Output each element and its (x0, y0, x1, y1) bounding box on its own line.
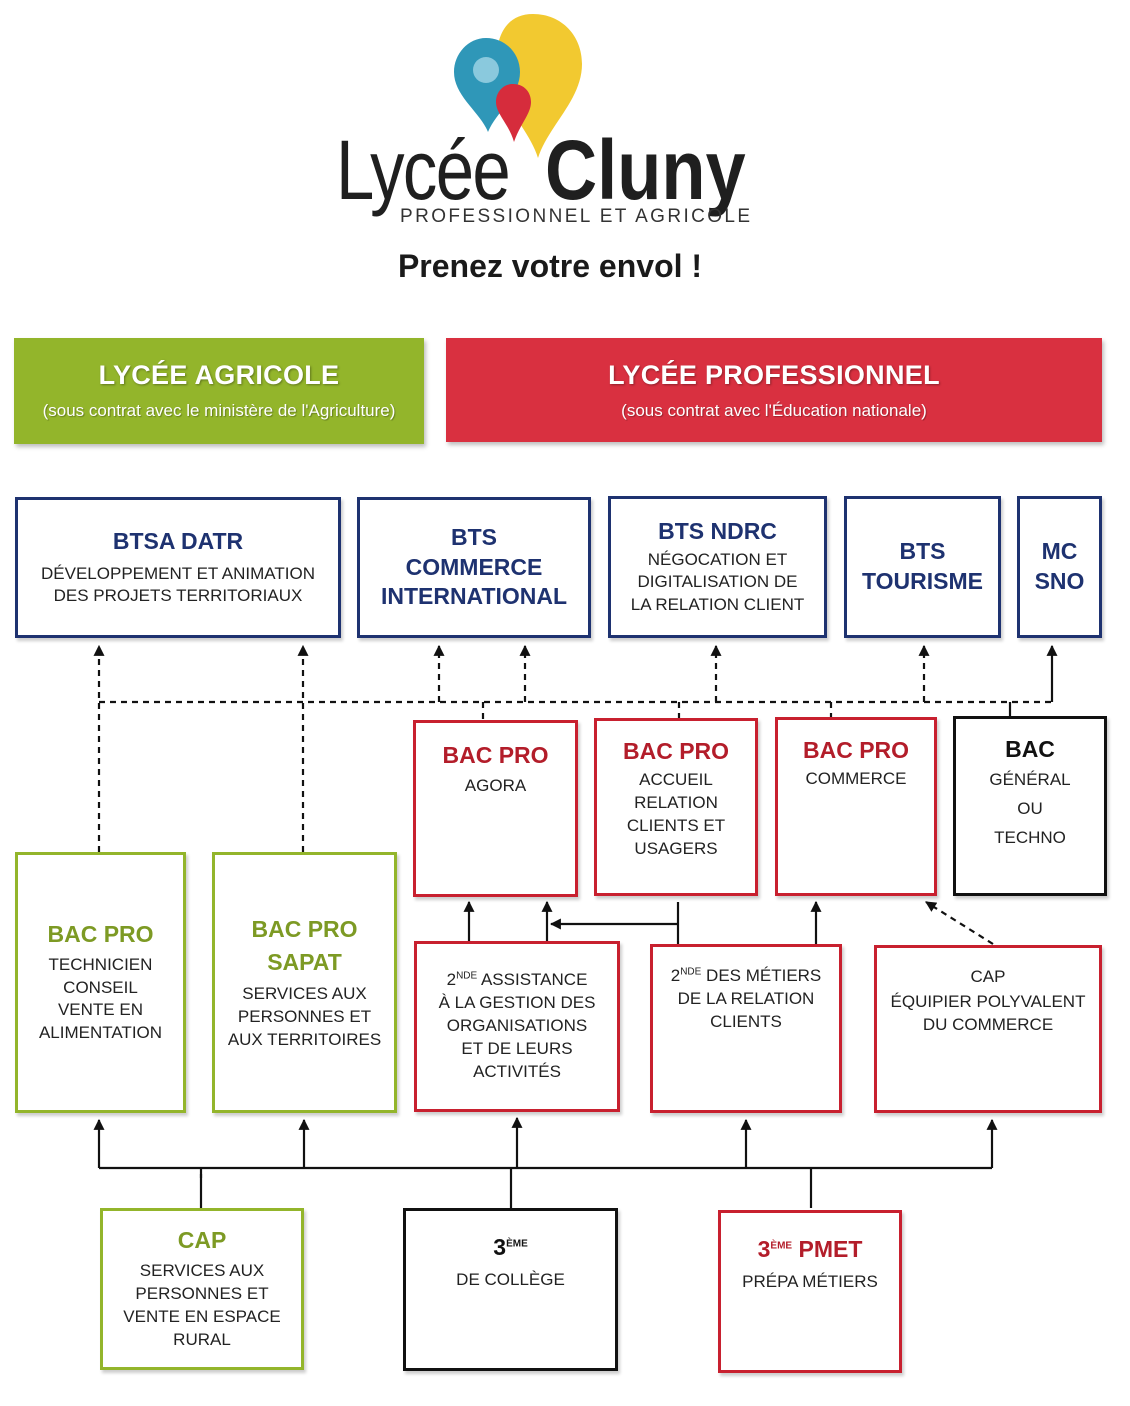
btsa-title: BTSA DATR (112, 527, 244, 554)
box-cap-services: CAP SERVICES AUX PERSONNES ET VENTE EN E… (100, 1208, 304, 1370)
box-2nde-metiers: 2NDE DES MÉTIERS DE LA RELATION CLIENTS (650, 944, 842, 1113)
box-btsa-datr: BTSA DATR DÉVELOPPEMENT ET ANIMATION DES… (15, 497, 341, 638)
troisieme-sup: ÈME (506, 1238, 528, 1250)
logo-word-lycee: Lycée (336, 123, 511, 217)
assistance-first-line: 2NDE ASSISTANCE (447, 969, 588, 992)
cap-services-desc: SERVICES AUX PERSONNES ET VENTE EN ESPAC… (123, 1261, 281, 1349)
banner-lycee-professionnel: LYCÉE PROFESSIONNEL (sous contrat avec l… (446, 338, 1102, 442)
cap-equipier-desc: ÉQUIPIER POLYVALENT DU COMMERCE (890, 991, 1086, 1034)
box-bac-pro-accueil: BAC PRO ACCUEIL RELATION CLIENTS ET USAG… (594, 718, 758, 896)
slogan: Prenez votre envol ! (397, 248, 703, 284)
cap-services-title: CAP (177, 1227, 227, 1254)
box-3eme-college: 3ÈME DE COLLÈGE (403, 1208, 618, 1371)
metiers-num: 2 (670, 966, 681, 985)
banner-professionnel-subtitle: (sous contrat avec l'Éducation nationale… (621, 401, 927, 420)
pmet-sup: ÈME (770, 1240, 793, 1252)
bac-technicien-title: BAC PRO (47, 920, 154, 947)
banner-agricole-title: LYCÉE AGRICOLE (98, 360, 340, 390)
cap-equipier-title: CAP (970, 967, 1006, 986)
bac-accueil-desc: ACCUEIL RELATION CLIENTS ET USAGERS (626, 769, 726, 858)
bts-commerce-int-title: BTS COMMERCE INTERNATIONAL (380, 523, 568, 610)
box-bts-tourisme: BTS TOURISME (844, 496, 1001, 638)
troisieme-num: 3 (493, 1234, 507, 1260)
bac-commerce-desc: COMMERCE (805, 768, 907, 788)
box-2nde-assistance: 2NDE ASSISTANCE À LA GESTION DES ORGANIS… (414, 941, 620, 1112)
box-bac-pro-technicien: BAC PRO TECHNICIEN CONSEIL VENTE EN ALIM… (15, 852, 186, 1113)
bac-agora-title: BAC PRO (442, 742, 549, 768)
box-mc-sno: MC SNO (1017, 496, 1102, 638)
bac-accueil-title: BAC PRO (622, 738, 730, 764)
box-bts-ndrc: BTS NDRC NÉGOCATION ET DIGITALISATION DE… (608, 496, 827, 638)
metiers-desc-first: DES MÉTIERS (701, 966, 822, 985)
assistance-desc-first: ASSISTANCE (477, 970, 588, 990)
bac-general-line2: OU (1017, 798, 1043, 818)
bac-sapat-title: BAC PRO SAPAT (251, 915, 358, 976)
bac-agora-desc: AGORA (464, 775, 527, 795)
box-bts-commerce-international: BTS COMMERCE INTERNATIONAL (357, 497, 591, 638)
banner-lycee-agricole: LYCÉE AGRICOLE (sous contrat avec le min… (14, 338, 424, 444)
box-bac-general-techno: BAC GÉNÉRAL OU TECHNO (953, 716, 1107, 896)
box-bac-pro-agora: BAC PRO AGORA (413, 720, 578, 897)
troisieme-desc: DE COLLÈGE (456, 1269, 565, 1289)
pmet-num: 3 (757, 1236, 771, 1262)
pmet-title-rest: PMET (792, 1236, 863, 1262)
banner-professionnel-title: LYCÉE PROFESSIONNEL (608, 360, 940, 390)
bac-sapat-desc: SERVICES AUX PERSONNES ET AUX TERRITOIRE… (227, 984, 382, 1050)
troisieme-title: 3ÈME (493, 1233, 527, 1263)
assistance-desc: À LA GESTION DES ORGANISATIONS ET DE LEU… (438, 993, 596, 1081)
box-bac-pro-commerce: BAC PRO COMMERCE (775, 717, 937, 896)
mc-sno-title: MC SNO (1034, 538, 1085, 594)
logo-subtitle: PROFESSIONNEL ET AGRICOLE (400, 206, 753, 227)
pmet-title: 3ÈME PMET (758, 1235, 863, 1265)
metiers-sup: NDE (680, 966, 702, 978)
bac-general-line1: GÉNÉRAL (989, 769, 1071, 789)
metiers-desc: DE LA RELATION CLIENTS (677, 988, 815, 1031)
banner-agricole-subtitle: (sous contrat avec le ministère de l'Agr… (42, 401, 396, 420)
box-cap-equipier: CAP ÉQUIPIER POLYVALENT DU COMMERCE (874, 945, 1102, 1113)
bac-technicien-desc: TECHNICIEN CONSEIL VENTE EN ALIMENTATION (38, 954, 163, 1043)
bts-tourisme-title: BTS TOURISME (862, 538, 983, 594)
bac-general-line3: TECHNO (994, 827, 1066, 847)
bts-ndrc-desc: NÉGOCATION ET DIGITALISATION DE LA RELAT… (630, 549, 805, 615)
pmet-desc: PRÉPA MÉTIERS (742, 1271, 878, 1291)
logo-pins-icon (454, 14, 582, 158)
logo-word-cluny: Cluny (545, 123, 746, 217)
bac-general-title: BAC (1005, 736, 1055, 762)
assistance-num: 2 (446, 970, 457, 990)
box-bac-pro-sapat: BAC PRO SAPAT SERVICES AUX PERSONNES ET … (212, 852, 397, 1113)
bts-ndrc-title: BTS NDRC (658, 517, 777, 544)
btsa-desc: DÉVELOPPEMENT ET ANIMATION DES PROJETS T… (41, 563, 315, 606)
assistance-sup: NDE (456, 970, 478, 982)
metiers-first-line: 2NDE DES MÉTIERS (671, 965, 822, 988)
bac-commerce-title: BAC PRO (802, 737, 910, 763)
box-3eme-pmet: 3ÈME PMET PRÉPA MÉTIERS (718, 1210, 902, 1373)
